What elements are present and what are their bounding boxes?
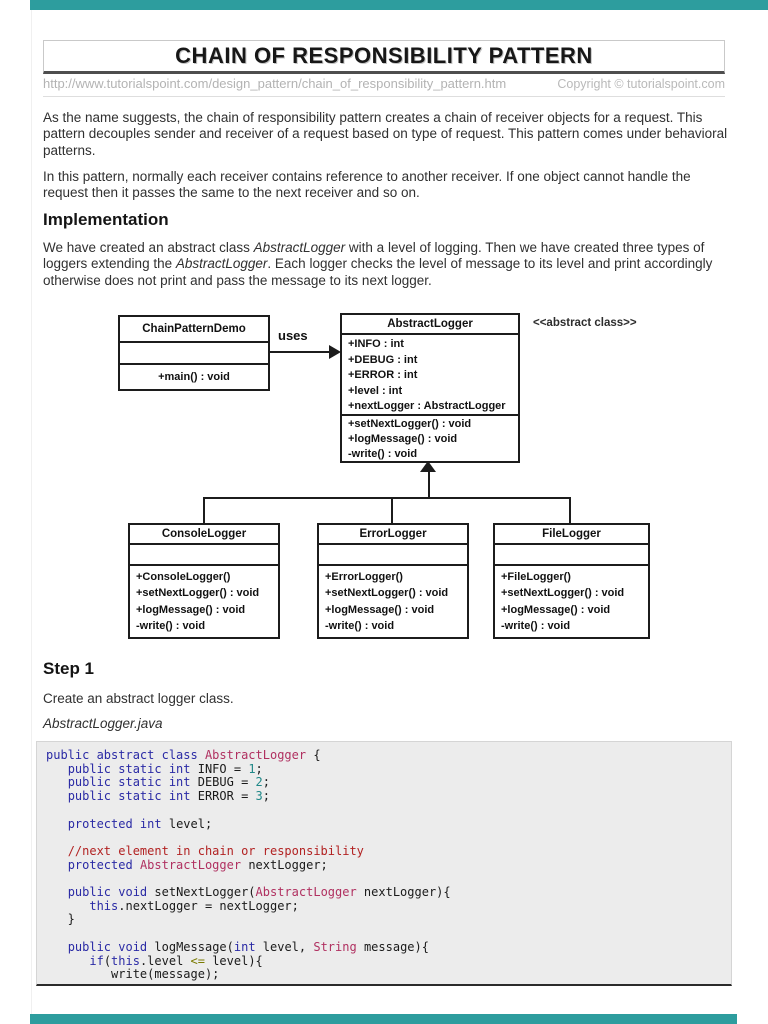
uml-method: +logMessage() : void <box>136 603 246 616</box>
code-line: public static int DEBUG = 2; <box>67 775 270 790</box>
inheritance-stub-error <box>391 497 393 523</box>
code-line: if(this.level <= level){ <box>89 953 263 968</box>
page-edge-shadow <box>31 10 32 1014</box>
uml-attribute: +INFO : int <box>348 338 404 350</box>
impl-text: . Each logger checks the level of messag… <box>43 256 713 288</box>
step1-paragraph: Create an abstract logger class. <box>43 691 234 706</box>
uml-class-errorlogger: ErrorLogger +ErrorLogger() +setNextLogger(… <box>317 523 469 639</box>
impl-classname-ref: AbstractLogger <box>253 240 346 255</box>
code-line: public void setNextLogger(AbstractLogger… <box>67 885 451 900</box>
uml-attribute: +DEBUG : int <box>348 353 418 366</box>
code-filename: AbstractLogger.java <box>43 716 163 731</box>
inheritance-vertical-line <box>428 470 430 499</box>
step1-heading: Step 1 <box>43 659 95 678</box>
uml-methods-compartment: +FileLogger() +setNextLogger() : void +log… <box>495 566 648 637</box>
uml-methods-compartment: +main() : void <box>120 365 268 389</box>
code-line: public abstract class AbstractLogger { <box>46 748 321 762</box>
uml-class-chainpatterndemo: ChainPatternDemo +main() : void <box>118 315 270 391</box>
uml-attribute: +nextLogger : AbstractLogger <box>348 400 506 413</box>
code-line <box>46 872 731 886</box>
impl-text: with a level of logging. Then we have cr… <box>43 240 705 272</box>
code-line: public static int INFO = 1; <box>67 761 263 776</box>
uses-association-line <box>268 351 332 353</box>
uml-method: +setNextLogger() : void <box>136 587 260 600</box>
uml-class-name: ConsoleLogger <box>130 525 278 545</box>
uml-method: +logMessage() : void <box>325 603 435 616</box>
uml-method: +setNextLogger() : void <box>325 587 449 600</box>
uml-class-name: ErrorLogger <box>319 525 467 545</box>
abstract-class-stereotype: <<abstract class>> <box>533 317 637 329</box>
uml-method: -write() : void <box>348 447 418 460</box>
code-line <box>46 804 731 818</box>
uml-method: +ConsoleLogger() <box>136 571 231 583</box>
uml-class-consolelogger: ConsoleLogger +ConsoleLogger() +setNextLog… <box>128 523 280 639</box>
uml-methods-compartment: +setNextLogger() : void +logMessage() : v… <box>342 416 518 461</box>
uml-class-abstractlogger: AbstractLogger +INFO : int +DEBUG : int +ER… <box>340 313 520 463</box>
uml-attributes-compartment: +INFO : int +DEBUG : int +ERROR : int +leve… <box>342 335 518 416</box>
uml-class-name: AbstractLogger <box>342 315 518 335</box>
implementation-heading: Implementation <box>43 210 169 229</box>
code-line: protected int level; <box>67 816 213 831</box>
viewer-bottom-bar <box>30 1014 737 1024</box>
title-box: CHAIN OF RESPONSIBILITY PATTERN <box>43 40 725 74</box>
code-line: write(message); <box>46 967 220 982</box>
uml-method: -write() : void <box>501 620 571 633</box>
page-title: CHAIN OF RESPONSIBILITY PATTERN <box>175 43 593 68</box>
uml-methods-compartment: +ErrorLogger() +setNextLogger() : void +lo… <box>319 566 467 637</box>
viewer-top-bar <box>30 0 768 10</box>
uml-method: -write() : void <box>325 620 395 633</box>
code-line: //next element in chain or responsibilit… <box>67 843 364 858</box>
uml-attribute: +ERROR : int <box>348 369 418 382</box>
uml-method: +setNextLogger() : void <box>501 587 625 600</box>
code-line <box>46 831 731 845</box>
copyright-text: Copyright © tutorialspoint.com <box>557 77 725 91</box>
code-line: this.nextLogger = nextLogger; <box>89 898 299 913</box>
inheritance-stub-file <box>569 497 571 523</box>
uml-method: +ErrorLogger() <box>325 571 403 583</box>
code-line <box>46 927 731 941</box>
uml-method: +main() : void <box>158 371 230 383</box>
impl-text: We have created an abstract class <box>43 240 254 255</box>
inheritance-horizontal-line <box>203 497 571 499</box>
uml-attributes-compartment <box>319 545 467 566</box>
uses-arrowhead-icon <box>329 345 341 359</box>
intro-paragraph-1: As the name suggests, the chain of respo… <box>43 110 728 158</box>
inheritance-stub-console <box>203 497 205 523</box>
uml-class-name: FileLogger <box>495 525 648 545</box>
uml-attributes-compartment <box>120 343 268 365</box>
uml-method: +logMessage() : void <box>348 432 458 445</box>
uml-method: +FileLogger() <box>501 571 571 583</box>
uml-method: -write() : void <box>136 620 206 633</box>
code-line: protected AbstractLogger nextLogger; <box>67 857 328 872</box>
uml-methods-compartment: +ConsoleLogger() +setNextLogger() : void +… <box>130 566 278 637</box>
uml-method: +logMessage() : void <box>501 603 611 616</box>
uml-method: +setNextLogger() : void <box>348 418 472 430</box>
header-divider <box>43 96 725 97</box>
uses-label: uses <box>278 328 308 343</box>
code-line: public static int ERROR = 3; <box>67 789 270 804</box>
uml-class-filelogger: FileLogger +FileLogger() +setNextLogger() … <box>493 523 650 639</box>
uml-attribute: +level : int <box>348 384 403 397</box>
impl-classname-ref: AbstractLogger <box>175 256 268 272</box>
code-block: public abstract class AbstractLogger { p… <box>36 741 732 986</box>
source-url: http://www.tutorialspoint.com/design_pat… <box>43 76 507 91</box>
header-meta-row: http://www.tutorialspoint.com/design_pat… <box>43 76 725 91</box>
code-line: public void logMessage(int level, String… <box>67 939 429 954</box>
uml-attributes-compartment <box>130 545 278 566</box>
uml-class-name: ChainPatternDemo <box>120 317 268 343</box>
inheritance-arrowhead-icon <box>420 461 436 472</box>
uml-attributes-compartment <box>495 545 648 566</box>
intro-paragraph-2: In this pattern, normally each receiver … <box>43 169 691 201</box>
implementation-paragraph: We have created an abstract class Abstra… <box>43 240 735 289</box>
code-line: } <box>46 912 75 927</box>
